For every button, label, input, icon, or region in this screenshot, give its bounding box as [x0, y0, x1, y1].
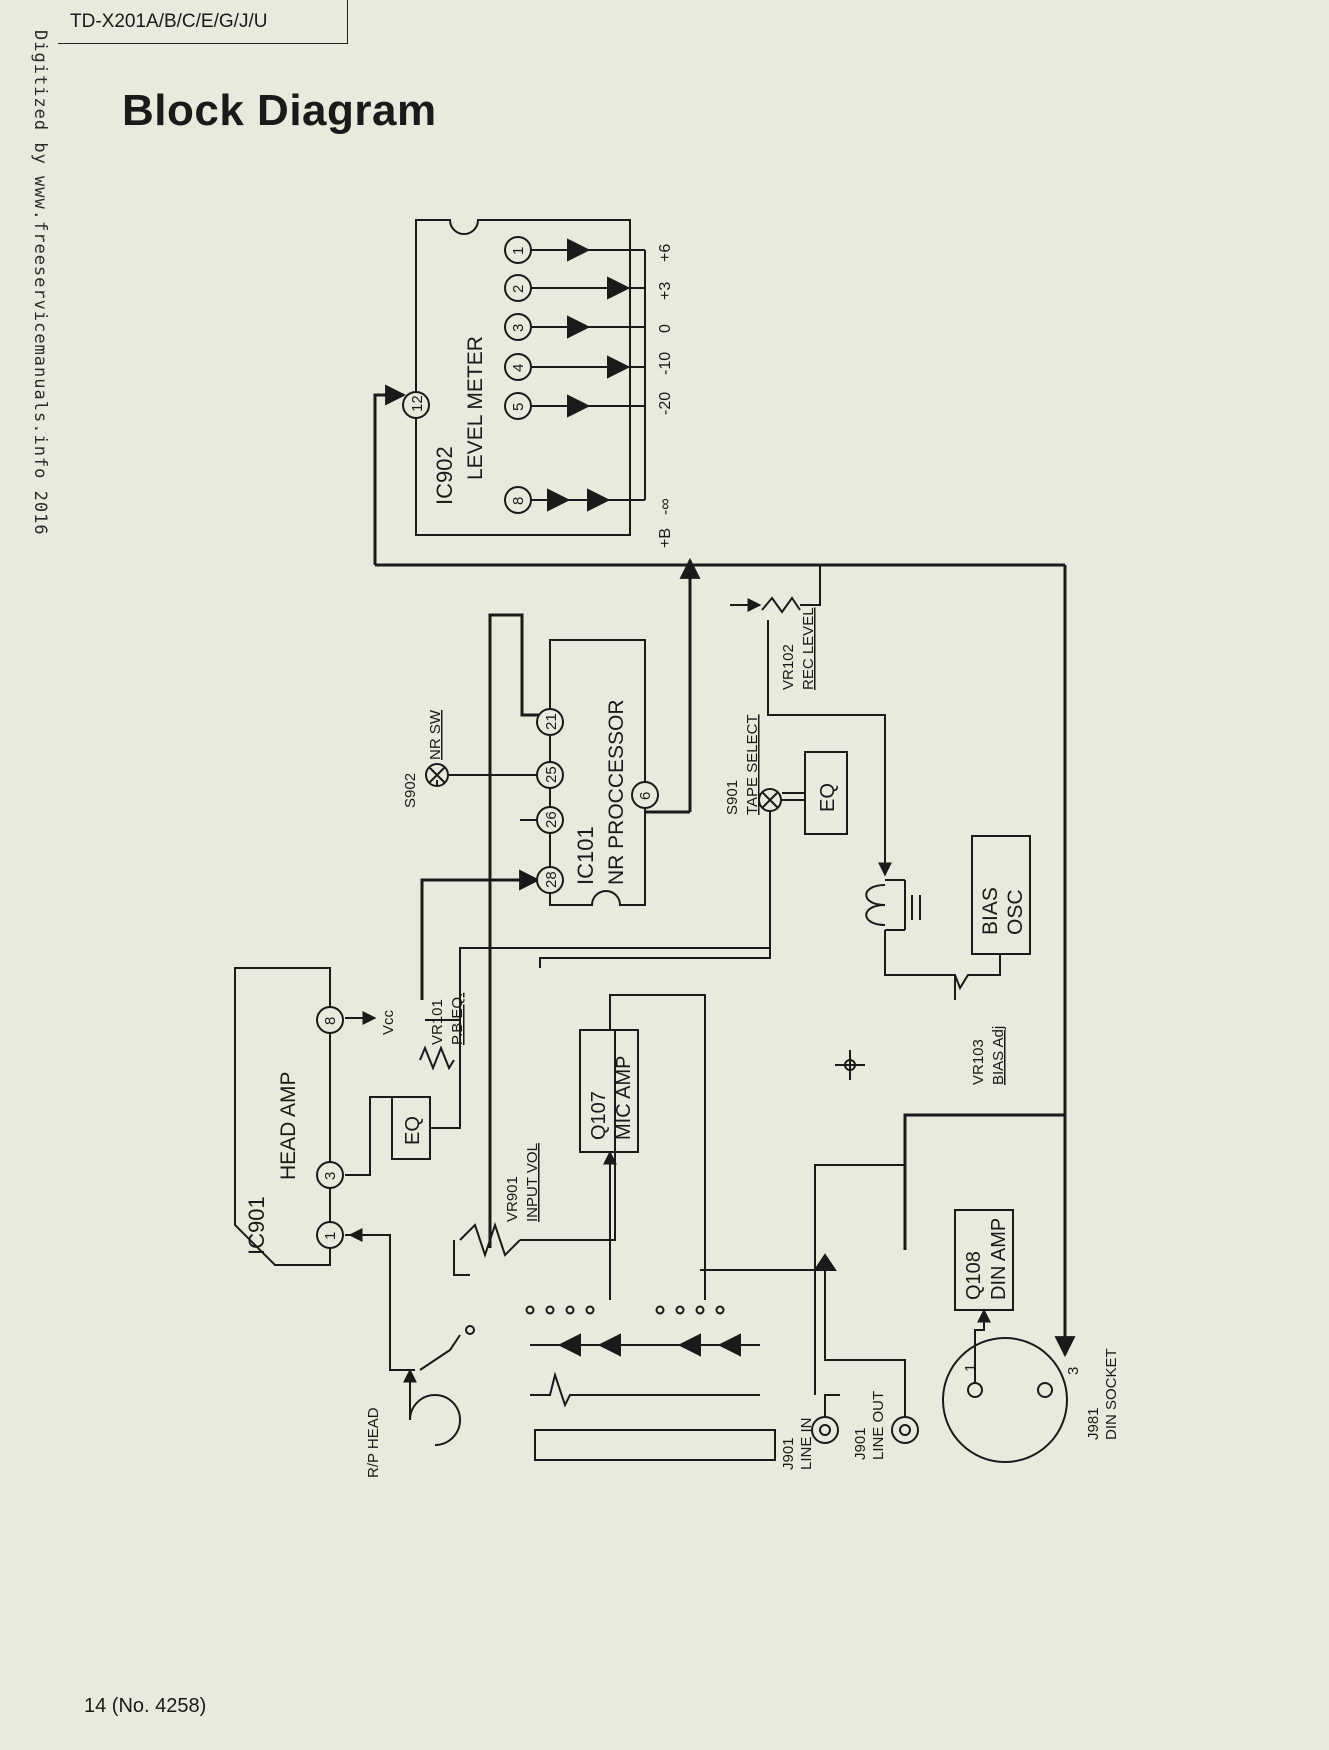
q108-ref: Q108 [963, 1251, 985, 1300]
line-in-name: LINE IN [798, 1417, 815, 1470]
s901-name: TAPE SELECT [744, 714, 761, 815]
scale-plus-b: +B [657, 528, 674, 548]
page-number: 14 (No. 4258) [84, 1695, 207, 1717]
s901-ref: S901 [724, 780, 741, 815]
meter-scale: +6 +3 0 -10 -20 -∞ +B [657, 244, 674, 548]
scale-plus6: +6 [657, 244, 674, 262]
din-name: DIN SOCKET [1103, 1348, 1120, 1440]
s902-ref: S902 [402, 773, 419, 808]
q107-ref: Q107 [588, 1091, 610, 1140]
ic902-pin-4: 4 [510, 364, 527, 372]
ic901-pin-1: 1 [322, 1232, 339, 1240]
ic101-pin-6: 6 [637, 792, 654, 800]
ic101-pin-28: 28 [543, 871, 560, 888]
pin-circles [316, 236, 659, 1249]
watermark: Digitized by www.freeservicemanuals.info… [30, 30, 50, 536]
vcc-label: Vcc [380, 1009, 397, 1035]
q108-name: DIN AMP [988, 1218, 1010, 1300]
model-number-box: TD-X201A/B/C/E/G/J/U [58, 0, 348, 44]
ic901-ref: IC901 [244, 1196, 269, 1255]
ic902-name: LEVEL METER [464, 336, 487, 480]
bias-osc-line1: BIAS [979, 887, 1002, 935]
scale-minus-inf: -∞ [657, 498, 674, 515]
bias-osc-line2: OSC [1004, 889, 1027, 935]
ic901-body [234, 967, 331, 1266]
vr101-ref: VR101 [429, 999, 446, 1045]
vr101-name: P.B EQ. [449, 993, 466, 1045]
ic902-pin-1: 1 [510, 247, 527, 255]
din-ref: J981 [1085, 1407, 1102, 1440]
q107-name: MIC AMP [613, 1056, 635, 1140]
main-signal-bus [373, 384, 1076, 1358]
vr901-ref: VR901 [504, 1176, 521, 1222]
ic101-pin-21: 21 [543, 713, 560, 730]
scale-minus10: -10 [657, 352, 674, 375]
pin-labels: 12 1 2 3 4 5 8 21 25 26 28 6 8 3 1 [322, 247, 654, 1240]
line-out-name: LINE OUT [870, 1391, 887, 1460]
line-in-ref: J901 [780, 1437, 797, 1470]
scale-plus3: +3 [657, 282, 674, 300]
ic902-pin-12: 12 [409, 395, 426, 412]
model-number: TD-X201A/B/C/E/G/J/U [70, 11, 268, 32]
s902-name: NR SW [427, 709, 444, 760]
level-meter-leds [525, 238, 646, 512]
ic101-pin-25: 25 [543, 766, 560, 783]
ic901-pin-8: 8 [322, 1017, 339, 1025]
control-labels: S902 NR SW S901 TAPE SELECT VR102 REC LE… [402, 607, 1007, 1222]
din-socket-body [942, 1337, 1068, 1463]
scale-0: 0 [657, 324, 674, 333]
vr102-name: REC LEVEL [800, 607, 817, 690]
rp-head-label: R/P HEAD [365, 1407, 382, 1478]
ic902-pin-3: 3 [510, 324, 527, 332]
ic101-name: NR PROCCESSOR [605, 699, 628, 885]
block-labels: IC902 LEVEL METER IC101 NR PROCCESSOR IC… [244, 336, 1027, 1300]
ic901-pin-3: 3 [322, 1172, 339, 1180]
ic902-ref: IC902 [432, 446, 457, 505]
io-labels: R/P HEAD Vcc J901 LINE IN J901 LINE OUT … [365, 1009, 1120, 1478]
vr102-ref: VR102 [780, 644, 797, 690]
scale-minus20: -20 [657, 392, 674, 415]
ic101-body [549, 639, 646, 906]
vr103-ref: VR103 [970, 1039, 987, 1085]
signal-wires [345, 565, 1068, 1463]
din-pin1: 1 [962, 1364, 979, 1372]
eq-tape-label: EQ [817, 783, 839, 812]
ic101-pin-26: 26 [543, 811, 560, 828]
ic901-name: HEAD AMP [277, 1071, 300, 1180]
line-out-ref: J901 [852, 1427, 869, 1460]
ic902-body [415, 219, 631, 536]
ic902-pin-8: 8 [510, 497, 527, 505]
vr901-name: INPUT VOL [524, 1143, 541, 1222]
eq-head-label: EQ [402, 1116, 424, 1145]
din-pin3: 3 [1065, 1367, 1082, 1375]
ic902-pin-2: 2 [510, 285, 527, 293]
page-title: Block Diagram [122, 86, 437, 135]
ic101-ref: IC101 [573, 826, 598, 885]
ic902-pin-5: 5 [510, 403, 527, 411]
vr103-name: BIAS Adj [990, 1026, 1007, 1085]
